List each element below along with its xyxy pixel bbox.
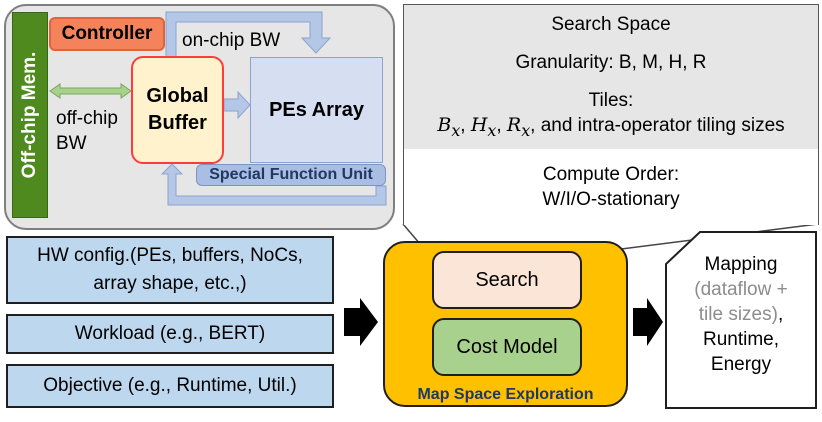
search-space-table: Search Space Granularity: B, M, H, R Til…	[403, 4, 819, 225]
global-buffer-box: Global Buffer	[131, 56, 224, 164]
onchip-bw-label: on-chip BW	[182, 30, 281, 51]
input-arrow	[344, 298, 378, 346]
objective-box: Objective (e.g., Runtime, Util.)	[6, 364, 334, 408]
cost-model-box: Cost Model	[432, 318, 582, 376]
buffer-to-pe-arrow	[223, 90, 251, 120]
output-runtime: Runtime,	[702, 329, 780, 350]
output-energy: Energy	[710, 354, 772, 375]
compute-order-row: Compute Order: W/I/O-stationary	[404, 149, 818, 225]
hw-config-box: HW config.(PEs, buffers, NoCs, array sha…	[6, 236, 334, 304]
map-space-exploration-label: Map Space Exploration	[417, 386, 594, 403]
global-buffer-label-2: Buffer	[148, 112, 207, 134]
special-function-unit-box: Special Function Unit	[196, 164, 386, 186]
hw-config-line-1: HW config.(PEs, buffers, NoCs,	[37, 245, 303, 266]
tile-sub-b: x	[451, 120, 461, 140]
tile-var-b: B	[437, 113, 452, 136]
hw-config-line-2: array shape, etc.,)	[93, 273, 247, 294]
offchip-bw-label-1: off-chip	[56, 108, 118, 129]
pes-array-box: PEs Array	[250, 57, 383, 163]
search-box: Search	[432, 251, 582, 309]
offchip-bw-label-2: BW	[56, 133, 87, 154]
onchip-bw-arrow	[165, 11, 332, 58]
granularity-row: Granularity: B, M, H, R	[404, 43, 818, 82]
controller-box: Controller	[49, 17, 165, 51]
tiles-suffix: , and intra-operator tiling sizes	[530, 114, 785, 136]
output-tile-sizes: tile sizes)	[698, 304, 778, 325]
tile-var-r: R	[506, 113, 522, 136]
output-mapping: Mapping	[704, 254, 778, 275]
output-tile-sizes-line: tile sizes),	[668, 302, 814, 327]
output-comma: ,	[777, 304, 784, 325]
compute-order-value: W/I/O-stationary	[542, 189, 680, 210]
output-dataflow: (dataflow +	[694, 279, 788, 300]
output-arrow	[633, 298, 663, 346]
compute-order-title: Compute Order:	[542, 164, 680, 185]
global-buffer-label-1: Global	[146, 85, 209, 107]
tiles-title: Tiles:	[588, 89, 634, 111]
tile-sub-r: x	[521, 120, 531, 140]
tiles-description: Bx, Hx, Rx, and intra-operator tiling si…	[437, 113, 785, 140]
workload-box: Workload (e.g., BERT)	[6, 314, 334, 354]
tile-var-h: H	[470, 113, 488, 136]
tile-sub-h: x	[487, 120, 497, 140]
output-text: Mapping (dataflow + tile sizes), Runtime…	[668, 252, 814, 377]
offchip-memory-box: Off-chip Mem.	[12, 12, 48, 218]
search-space-title: Search Space	[404, 5, 818, 44]
offchip-bw-label: off-chip BW	[56, 106, 118, 156]
sfu-loop-arrow	[160, 163, 387, 206]
